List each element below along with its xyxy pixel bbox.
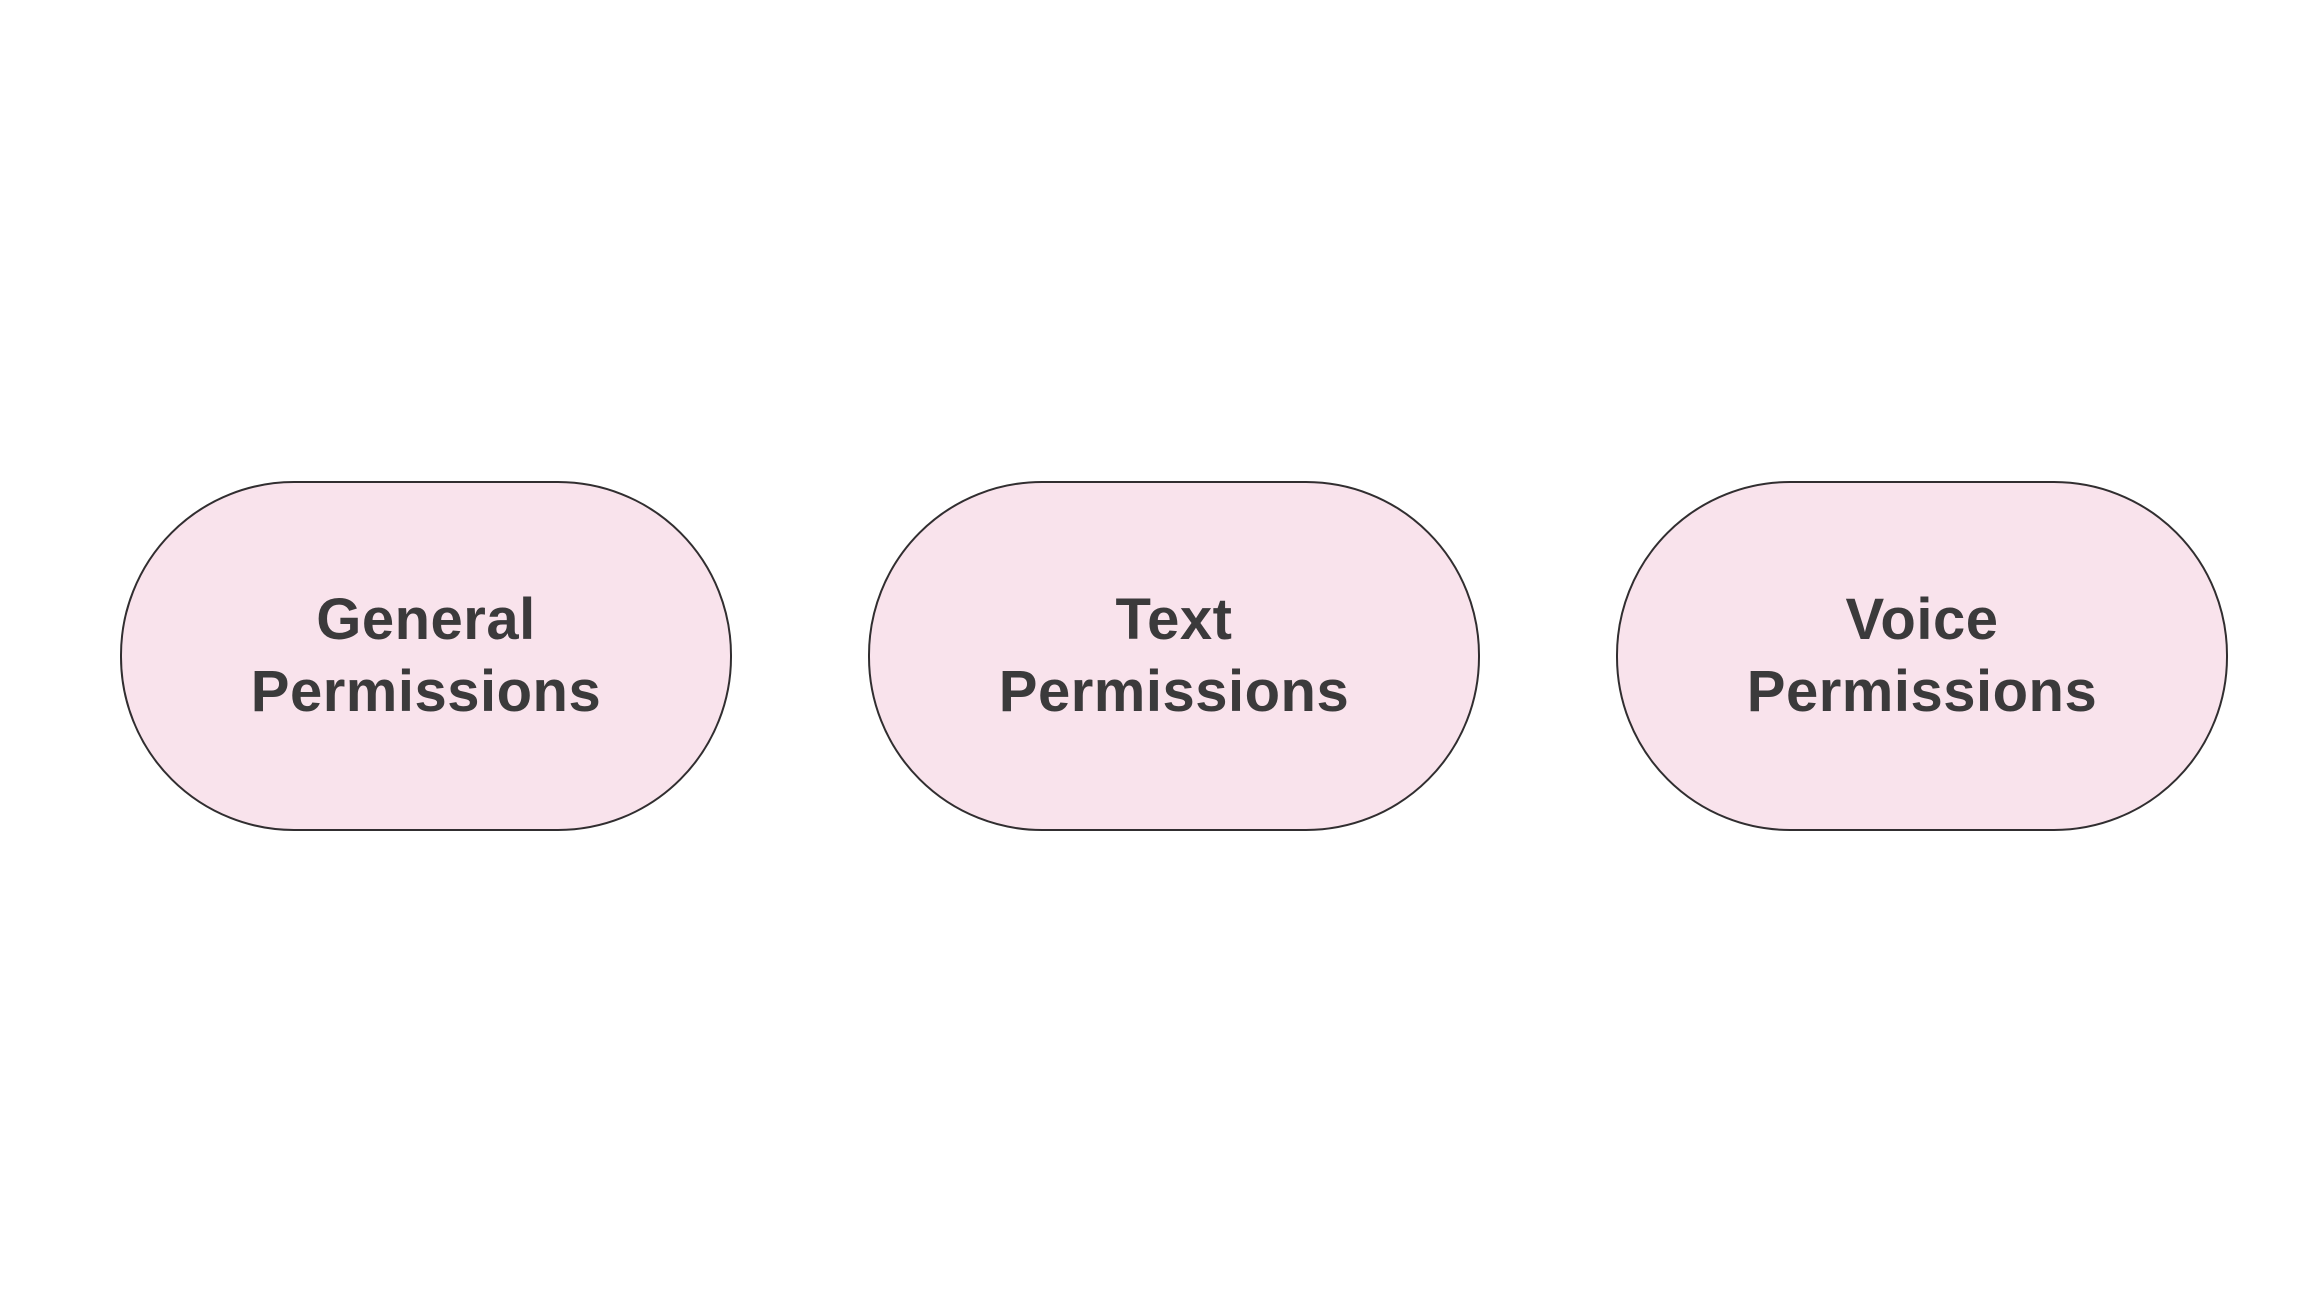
node-label-line: Text	[1115, 587, 1233, 653]
node-voice-permissions[interactable]: Voice Permissions	[1616, 481, 2228, 831]
node-label-line: Permissions	[250, 659, 602, 724]
node-label-line: General	[316, 587, 536, 653]
node-label-line: Permissions	[998, 659, 1350, 724]
node-label-line: Voice	[1845, 587, 1999, 653]
node-label-line: Permissions	[1746, 659, 2098, 724]
node-text-permissions[interactable]: Text Permissions	[868, 481, 1480, 831]
node-label: Voice Permissions	[1747, 584, 2097, 728]
node-general-permissions[interactable]: General Permissions	[120, 481, 732, 831]
node-label: General Permissions	[251, 584, 601, 728]
node-label: Text Permissions	[999, 584, 1349, 728]
